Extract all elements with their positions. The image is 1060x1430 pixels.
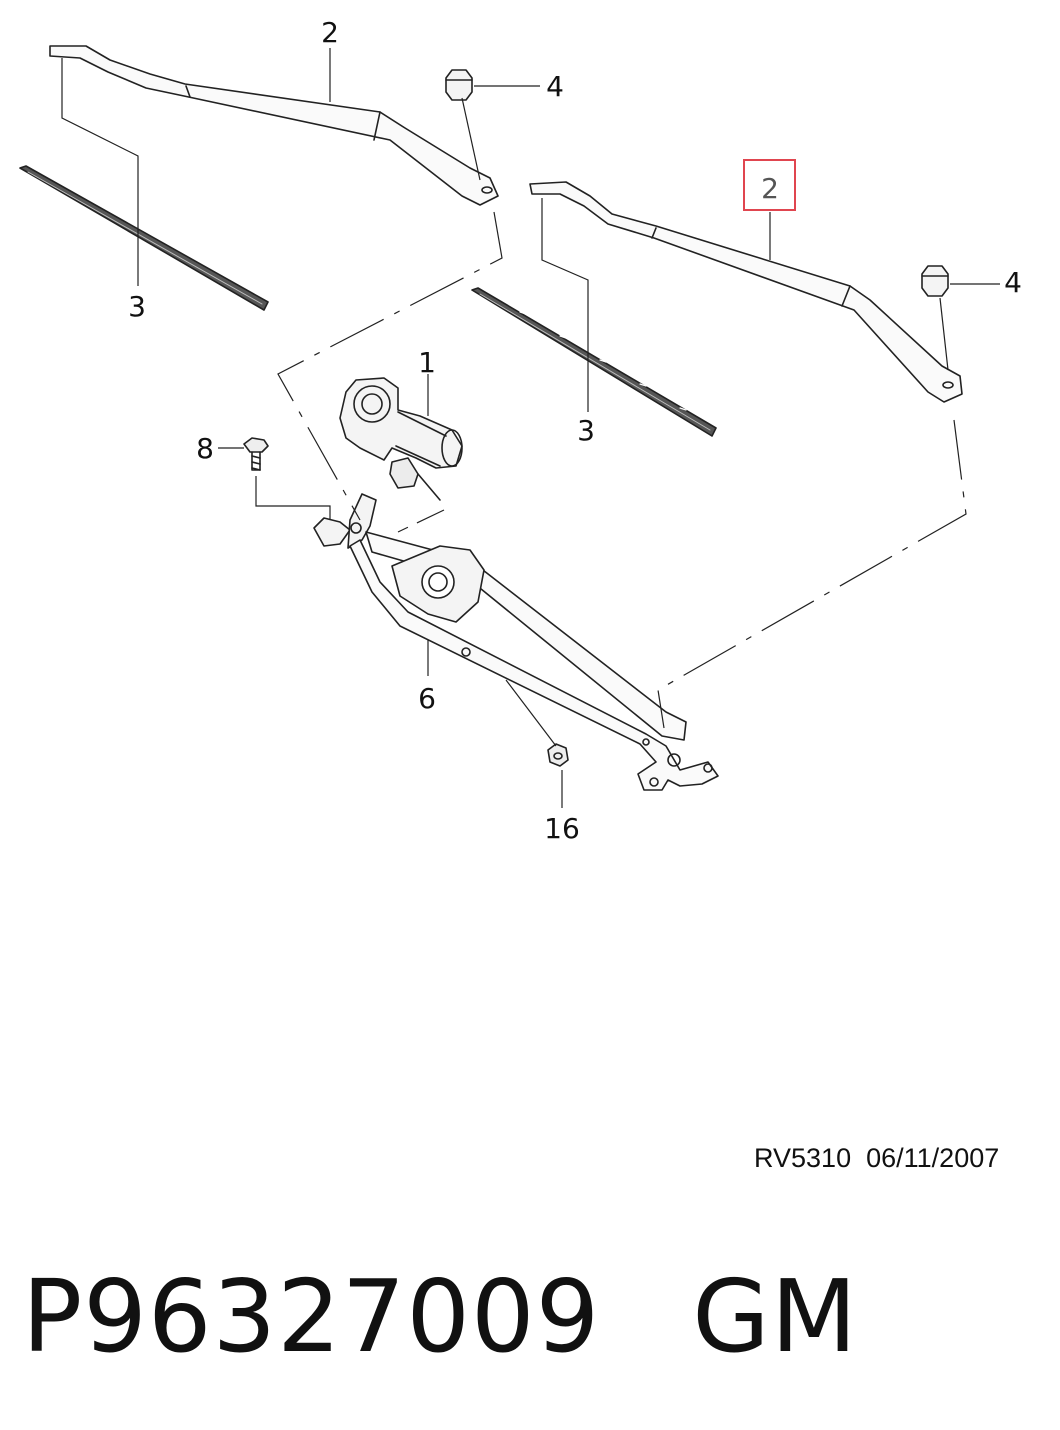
bolt	[243, 437, 269, 471]
callout-4-left: 4	[546, 70, 564, 103]
callout-16: 16	[544, 812, 580, 845]
reference-line: RV5310 06/11/2007	[754, 1143, 999, 1174]
leader-lines	[61, 48, 1000, 808]
brand-name: GM	[692, 1258, 859, 1375]
part-line: P96327009 GM	[22, 1258, 858, 1375]
part-number: P96327009	[22, 1258, 601, 1375]
callout-8: 8	[196, 432, 214, 465]
callout-1: 1	[418, 346, 436, 379]
wiper-arm-right	[529, 181, 963, 403]
callout-3-right: 3	[577, 414, 595, 447]
callout-2-left: 2	[321, 16, 339, 49]
wiper-arm-left	[49, 45, 499, 206]
highlight-box	[743, 159, 796, 211]
callout-6: 6	[418, 682, 436, 715]
wiper-blade-right	[471, 287, 717, 437]
wiper-motor	[339, 377, 463, 501]
reference-code: RV5310	[754, 1143, 852, 1173]
nut-cap-right	[921, 265, 949, 297]
callout-2-right: 2	[761, 172, 779, 205]
wiper-blade-left	[19, 165, 269, 311]
callout-3-left: 3	[128, 290, 146, 323]
reference-date: 06/11/2007	[866, 1143, 1000, 1173]
callout-labels: 1 2 2 3 3 4 4 6 8 16	[128, 16, 1022, 845]
callout-4-right: 4	[1004, 266, 1022, 299]
nut-cap-left	[445, 69, 473, 101]
wiper-linkage	[313, 493, 719, 791]
nut	[547, 743, 569, 767]
